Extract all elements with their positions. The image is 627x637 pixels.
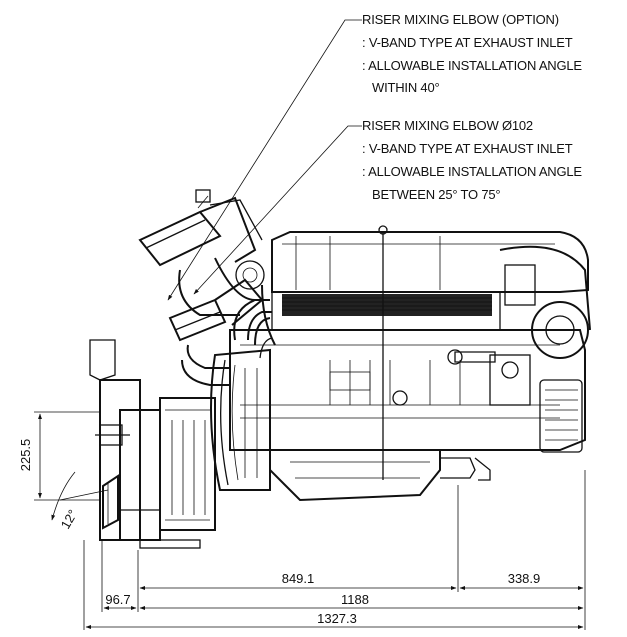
callout-standard-line3: BETWEEN 25° TO 75° (372, 187, 500, 202)
extension-lines (83, 470, 586, 630)
callout-standard-line1: : V-BAND TYPE AT EXHAUST INLET (362, 141, 573, 156)
dim-338-label: 338.9 (508, 571, 541, 586)
oil-pan (269, 449, 476, 502)
dim-angle-label: 12° (58, 507, 81, 532)
callout-option-line2: : ALLOWABLE INSTALLATION ANGLE (362, 58, 582, 73)
dim-row-2: 96.7 1188 (103, 592, 584, 610)
flywheel-housing (210, 348, 271, 491)
front-accessories (447, 245, 591, 453)
callout-leaders (167, 19, 362, 301)
dim-849-label: 849.1 (282, 571, 315, 586)
dim-96-label: 96.7 (105, 592, 130, 607)
callout-option-line3: WITHIN 40° (372, 80, 439, 95)
dim-1188-label: 1188 (341, 592, 369, 607)
dim-1327-label: 1327.3 (317, 611, 357, 626)
callout-standard-line2: : ALLOWABLE INSTALLATION ANGLE (362, 164, 582, 179)
dim-height-label: 225.5 (18, 439, 33, 472)
dim-row-1: 849.1 338.9 (139, 571, 584, 590)
engine-body (181, 225, 591, 502)
callout-option-line1: : V-BAND TYPE AT EXHAUST INLET (362, 35, 573, 50)
riser-elbow-standard (168, 257, 265, 342)
callout-option: RISER MIXING ELBOW (OPTION) : V-BAND TYP… (362, 12, 583, 95)
height-dimension: 225.5 (18, 411, 100, 501)
riser-elbow-option (138, 189, 263, 316)
marine-gear (89, 339, 216, 549)
callout-standard-title: RISER MIXING ELBOW Ø102 (362, 118, 533, 133)
callout-option-title: RISER MIXING ELBOW (OPTION) (362, 12, 559, 27)
dim-row-3: 1327.3 (85, 611, 584, 629)
cooling-fins (282, 294, 492, 316)
callout-standard: RISER MIXING ELBOW Ø102 : V-BAND TYPE AT… (362, 118, 583, 202)
